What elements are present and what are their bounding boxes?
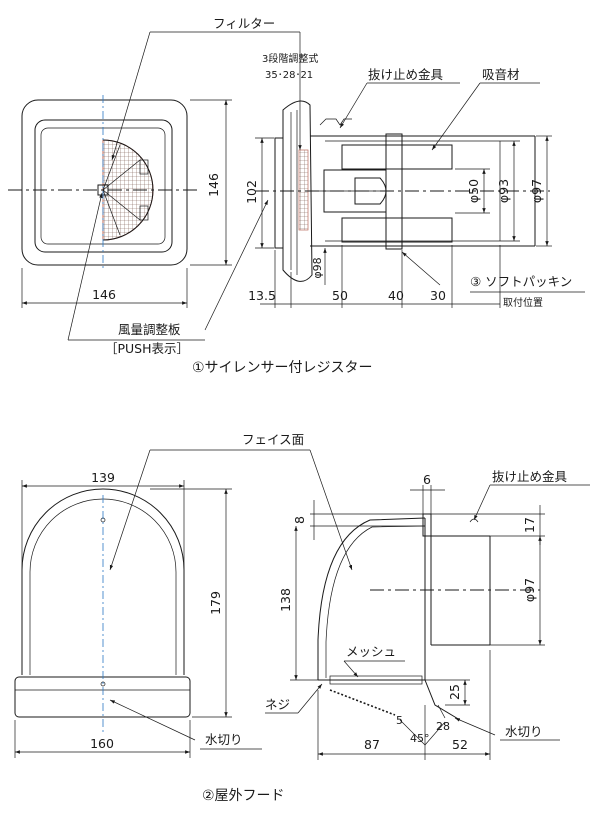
- dimension-row-bottom-2: 87 52: [317, 650, 491, 760]
- dimension-102: 102: [244, 137, 274, 249]
- dim-17-label: 17: [522, 517, 537, 533]
- packing-callout: ③ ソフトパッキン 取付位置: [401, 251, 585, 309]
- push-label: ［PUSH表示］: [105, 341, 189, 356]
- dimension-146-vertical: 146: [190, 99, 232, 266]
- dim-30-label: 30: [430, 288, 446, 303]
- absorber-top: [341, 144, 453, 170]
- dim-phi97-1-label: φ97: [529, 179, 544, 203]
- dimension-8: 8: [292, 500, 425, 540]
- dim-28-label: 28: [436, 720, 450, 733]
- register-side-section: [255, 100, 550, 282]
- dim-phi97-2-label: φ97: [522, 578, 537, 602]
- dim-8-label: 8: [292, 516, 307, 524]
- dim-phi93-label: φ93: [496, 179, 511, 203]
- dimension-phi97-2: φ97: [490, 536, 545, 646]
- dim-102-label: 102: [244, 180, 259, 204]
- mesh-callout: メッシュ: [343, 644, 405, 678]
- retainer-label-1: 抜け止め金具: [368, 67, 444, 82]
- dim-87-label: 87: [364, 737, 380, 752]
- absorber-bottom: [341, 217, 453, 243]
- dim-146-v-label: 146: [206, 173, 221, 197]
- dim-50-label: 50: [332, 288, 348, 303]
- dim-160-label: 160: [90, 736, 114, 751]
- dimension-139: 139: [21, 470, 185, 570]
- dimension-6: 6: [410, 472, 445, 515]
- dimension-146-horizontal: 146: [21, 268, 188, 308]
- stage-callout: 3段階調整式 35･28･21: [262, 52, 318, 81]
- retainer-callout-1: 抜け止め金具: [339, 67, 460, 129]
- dim-phi50-label: φ50: [466, 179, 481, 203]
- face-callout: フェイス面: [109, 432, 353, 571]
- screw-callout: ネジ: [265, 683, 323, 714]
- face-label: フェイス面: [242, 432, 304, 447]
- dimension-179: 179: [150, 488, 232, 718]
- stages-label: 3段階調整式: [262, 52, 318, 65]
- dim-52-label: 52: [452, 737, 468, 752]
- mount-position-label: 取付位置: [503, 296, 543, 309]
- caption-2: ②屋外フード: [202, 788, 285, 804]
- mesh-strip: [329, 675, 423, 685]
- dimension-17: 17: [431, 505, 545, 545]
- dim-25-label: 25: [447, 684, 462, 700]
- caption-1: ①サイレンサー付レジスター: [192, 360, 373, 376]
- dimension-phi50: φ50: [455, 168, 490, 214]
- register-front-view: [8, 95, 200, 270]
- absorber-label: 吸音材: [482, 67, 520, 82]
- dimension-138: 138: [278, 526, 318, 681]
- screw-label: ネジ: [265, 697, 290, 712]
- damper-callout: 風量調整板 ［PUSH表示］: [67, 192, 269, 356]
- filter-label: フィルター: [213, 16, 275, 31]
- dim-139-label: 139: [91, 470, 115, 485]
- drip-front-callout: 水切り: [109, 699, 262, 750]
- dimension-phi98: φ98: [311, 248, 327, 285]
- dim-phi98-label: φ98: [311, 257, 324, 278]
- dimension-25: 25: [425, 679, 470, 706]
- absorber-callout: 吸音材: [431, 67, 540, 151]
- hood-side-section: [317, 513, 540, 721]
- damper-label: 風量調整板: [118, 322, 181, 337]
- packing-label: ③ ソフトパッキン: [470, 274, 572, 289]
- dim-13-5-label: 13.5: [248, 288, 276, 303]
- dim-138-label: 138: [278, 588, 293, 612]
- dim-6-label: 6: [423, 472, 431, 487]
- drip-angle-dims: 5 45° 28: [396, 714, 450, 746]
- retainer-callout-2: 抜け止め金具: [473, 469, 590, 521]
- hood-front-view: [14, 488, 191, 735]
- dimension-row-bottom-1: 13.5 50 40 30: [248, 245, 501, 308]
- stages-values: 35･28･21: [265, 70, 313, 81]
- dimension-160: 160: [14, 720, 191, 758]
- dim-146-h-label: 146: [92, 287, 116, 302]
- dimension-phi93: φ93: [496, 140, 520, 242]
- dim-179-label: 179: [208, 591, 223, 615]
- dim-5-label: 5: [396, 714, 403, 727]
- drip-side-label: 水切り: [505, 724, 543, 739]
- filter-callout: フィルター: [111, 16, 302, 161]
- retainer-label-2: 抜け止め金具: [492, 469, 568, 484]
- drip-front-label: 水切り: [205, 732, 243, 747]
- mesh-label: メッシュ: [346, 644, 396, 659]
- dimension-phi97-1: φ97: [529, 135, 552, 247]
- dim-40-label: 40: [388, 288, 404, 303]
- drip-side-callout: 水切り: [454, 717, 560, 741]
